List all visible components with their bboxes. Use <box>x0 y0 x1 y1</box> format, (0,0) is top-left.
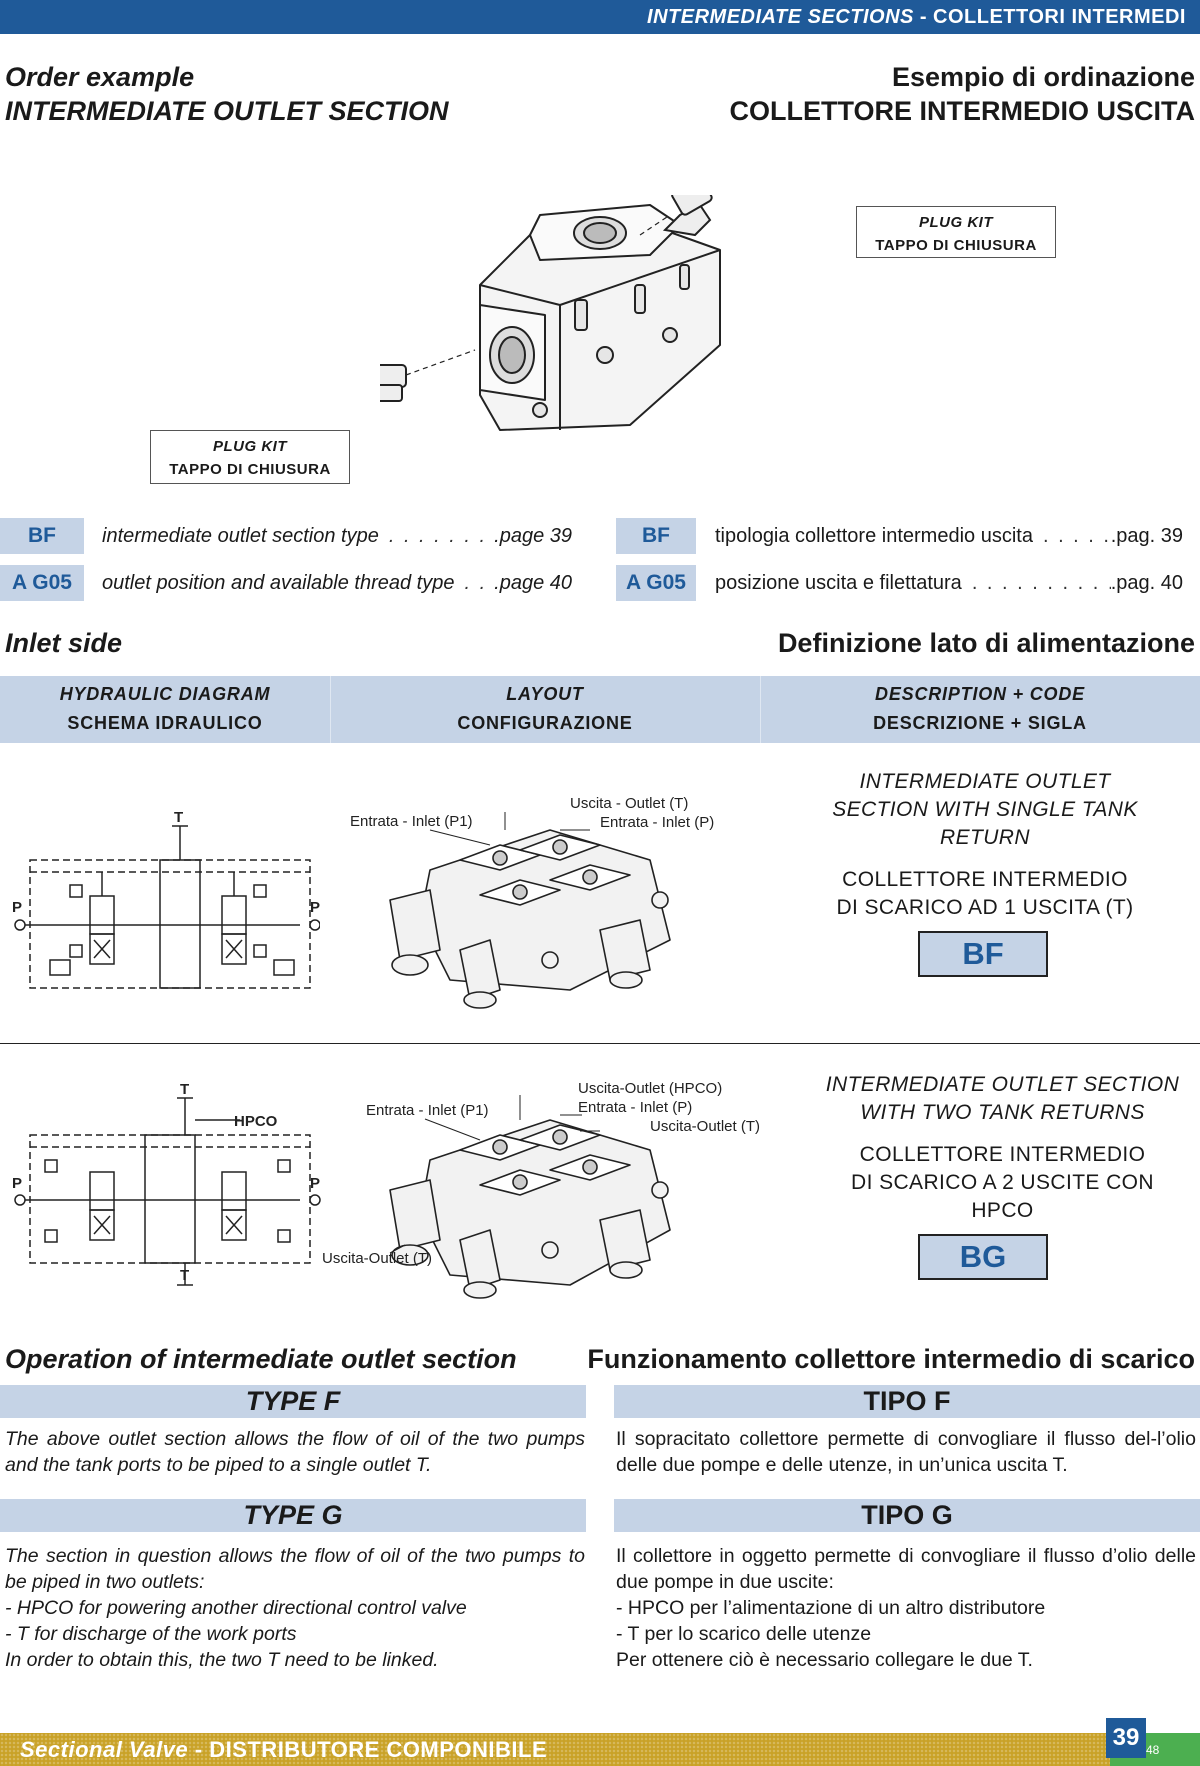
diagram-label-hpco: HPCO <box>234 1113 278 1130</box>
layout-label-outlet-hpco: Uscita-Outlet (HPCO) <box>578 1080 722 1097</box>
type-g-bar-en: TYPE G <box>0 1499 586 1532</box>
leader-dots: . . . . . . . . . . . . . <box>388 524 494 547</box>
section-heading: INTERMEDIATE SECTIONS-COLLETTORI INTERME… <box>647 6 1186 29</box>
diagram-label-p-left: P <box>12 1175 22 1192</box>
code-row-ag05-it: posizione uscita e filettatura . . . . .… <box>715 565 1183 601</box>
order-title-en-1: Order example <box>5 62 195 92</box>
diagram-label-p-left: P <box>12 899 22 916</box>
layout-illustration-bf: Entrata - Inlet (P1) Uscita - Outlet (T)… <box>350 795 714 1009</box>
th-col3-en: DESCRIPTION + CODE <box>875 684 1085 704</box>
code-row-ag05-en: outlet position and available thread typ… <box>102 565 572 601</box>
plug-kit-label-bottom: PLUG KIT TAPPO DI CHIUSURA <box>150 430 350 484</box>
plug-kit-bottom-it: TAPPO DI CHIUSURA <box>169 461 331 478</box>
intermediate-section-illustration <box>380 195 721 431</box>
section-separator: - <box>919 6 928 28</box>
type-g-bar-it: TIPO G <box>614 1499 1200 1532</box>
table-header: HYDRAULIC DIAGRAM SCHEMA IDRAULICO LAYOU… <box>0 676 1200 743</box>
type-f-text-en: The above outlet section allows the flow… <box>5 1428 585 1476</box>
footer-title: Sectional Valve - DISTRIBUTORE COMPONIBI… <box>20 1737 547 1763</box>
th-description-code: DESCRIPTION + CODE DESCRIZIONE + SIGLA <box>760 676 1200 743</box>
section-it: COLLETTORI INTERMEDI <box>933 6 1186 28</box>
plug-top-icon <box>662 195 713 237</box>
code-bf-desc-it: tipologia collettore intermedio uscita <box>715 524 1033 547</box>
footer-product-it: DISTRIBUTORE COMPONIBILE <box>209 1737 548 1762</box>
page-number: 39 <box>1106 1718 1146 1758</box>
operation-title-en: Operation of intermediate outlet section <box>5 1344 517 1374</box>
order-title-it-2: COLLETTORE INTERMEDIO USCITA <box>729 96 1196 126</box>
th-col3-it: DESCRIZIONE + SIGLA <box>873 713 1087 733</box>
code-row-bf-it: tipologia collettore intermedio uscita .… <box>715 518 1183 554</box>
hydraulic-diagram-bf: T P P <box>12 809 320 989</box>
layout-label-inlet-p: Entrata - Inlet (P) <box>600 814 714 831</box>
footer-product-en: Sectional Valve <box>20 1737 189 1762</box>
th-divider <box>760 676 761 743</box>
diagram-label-t: T <box>174 809 183 826</box>
row-divider <box>0 1043 1200 1044</box>
footer-separator: - <box>194 1737 203 1762</box>
plug-bottom-icon <box>380 364 407 402</box>
th-hydraulic-diagram: HYDRAULIC DIAGRAM SCHEMA IDRAULICO <box>0 676 330 743</box>
leader-dots: . . . . . . . . . . . . . . . . . . . . <box>971 571 1111 594</box>
th-col1-en: HYDRAULIC DIAGRAM <box>59 684 271 704</box>
layout-label-outlet-t-right: Uscita-Outlet (T) <box>650 1118 760 1135</box>
layout-illustration-bg: Entrata - Inlet (P1) Uscita-Outlet (HPCO… <box>322 1080 760 1299</box>
order-title-en-2: INTERMEDIATE OUTLET SECTION <box>5 96 449 126</box>
leader-dots: . . . . . . . . <box>1042 524 1111 547</box>
diagram-label-t-bottom: T <box>180 1267 189 1284</box>
footer-bar: Sectional Valve - DISTRIBUTORE COMPONIBI… <box>0 1733 1110 1766</box>
inlet-title-en: Inlet side <box>5 628 123 658</box>
code-bf-desc-en: intermediate outlet section type <box>102 524 379 547</box>
type-f-text-it: Il sopracitato collettore permette di co… <box>616 1428 1196 1476</box>
layout-label-outlet-t: Uscita - Outlet (T) <box>570 795 688 812</box>
code-badge-bf: BF <box>918 931 1048 977</box>
diagram-label-p-right: P <box>310 899 320 916</box>
th-col1-it: SCHEMA IDRAULICO <box>67 713 263 733</box>
operation-title-it: Funzionamento collettore intermedio di s… <box>587 1344 1195 1374</box>
code-bf-en: BF <box>0 518 84 554</box>
code-ag05-it: A G05 <box>616 565 696 601</box>
th-col2-it: CONFIGURAZIONE <box>457 713 633 733</box>
code-bf-it: BF <box>616 518 696 554</box>
bf-description-en: INTERMEDIATE OUTLET SECTION WITH SINGLE … <box>832 770 1138 849</box>
th-layout: LAYOUT CONFIGURAZIONE <box>330 676 760 743</box>
bf-description-it: COLLETTORE INTERMEDIO DI SCARICO AD 1 US… <box>836 868 1134 919</box>
th-divider <box>330 676 331 743</box>
order-title-it-1: Esempio di ordinazione <box>891 62 1195 92</box>
code-ag05-en: A G05 <box>0 565 84 601</box>
type-f-bar-en: TYPE F <box>0 1385 586 1418</box>
page-number-small: 48 <box>1146 1743 1160 1757</box>
code-row-bf-en: intermediate outlet section type . . . .… <box>102 518 572 554</box>
leader-dots: . . . . . <box>464 571 494 594</box>
plug-kit-top-it: TAPPO DI CHIUSURA <box>875 237 1037 254</box>
layout-label-outlet-t-left: Uscita-Outlet (T) <box>322 1250 432 1267</box>
code-ag05-desc-it: posizione uscita e filettatura <box>715 571 962 594</box>
code-ag05-desc-en: outlet position and available thread typ… <box>102 571 455 594</box>
type-f-bar-it: TIPO F <box>614 1385 1200 1418</box>
code-ag05-page-en: .page 40 <box>494 571 572 594</box>
layout-label-inlet-p1: Entrata - Inlet (P1) <box>350 813 473 830</box>
code-bf-page-en: .page 39 <box>494 524 572 547</box>
hydraulic-diagram-bg: T HPCO P P T <box>12 1081 321 1286</box>
plug-kit-top-en: PLUG KIT <box>919 214 993 231</box>
code-badge-bg: BG <box>918 1234 1048 1280</box>
code-bf-page-it: .pag. 39 <box>1110 524 1183 547</box>
code-ag05-page-it: .pag. 40 <box>1110 571 1183 594</box>
type-g-text-it: Il collettore in oggetto permette di con… <box>616 1545 1196 1671</box>
layout-label-inlet-p1: Entrata - Inlet (P1) <box>366 1102 489 1119</box>
layout-label-inlet-p: Entrata - Inlet (P) <box>578 1099 692 1116</box>
plug-kit-label-top: PLUG KIT TAPPO DI CHIUSURA <box>856 206 1056 258</box>
th-col2-en: LAYOUT <box>506 684 584 704</box>
diagram-label-t-top: T <box>180 1081 189 1098</box>
top-banner: INTERMEDIATE SECTIONS-COLLETTORI INTERME… <box>0 0 1200 34</box>
plug-kit-bottom-en: PLUG KIT <box>213 438 287 455</box>
diagram-label-p-right: P <box>310 1175 320 1192</box>
inlet-title-it: Definizione lato di alimentazione <box>777 628 1195 658</box>
bg-description-en: INTERMEDIATE OUTLET SECTION WITH TWO TAN… <box>825 1073 1180 1124</box>
type-g-text-en: The section in question allows the flow … <box>5 1545 585 1671</box>
bg-description-it: COLLETTORE INTERMEDIO DI SCARICO A 2 USC… <box>851 1143 1154 1222</box>
section-en: INTERMEDIATE SECTIONS <box>647 6 914 28</box>
